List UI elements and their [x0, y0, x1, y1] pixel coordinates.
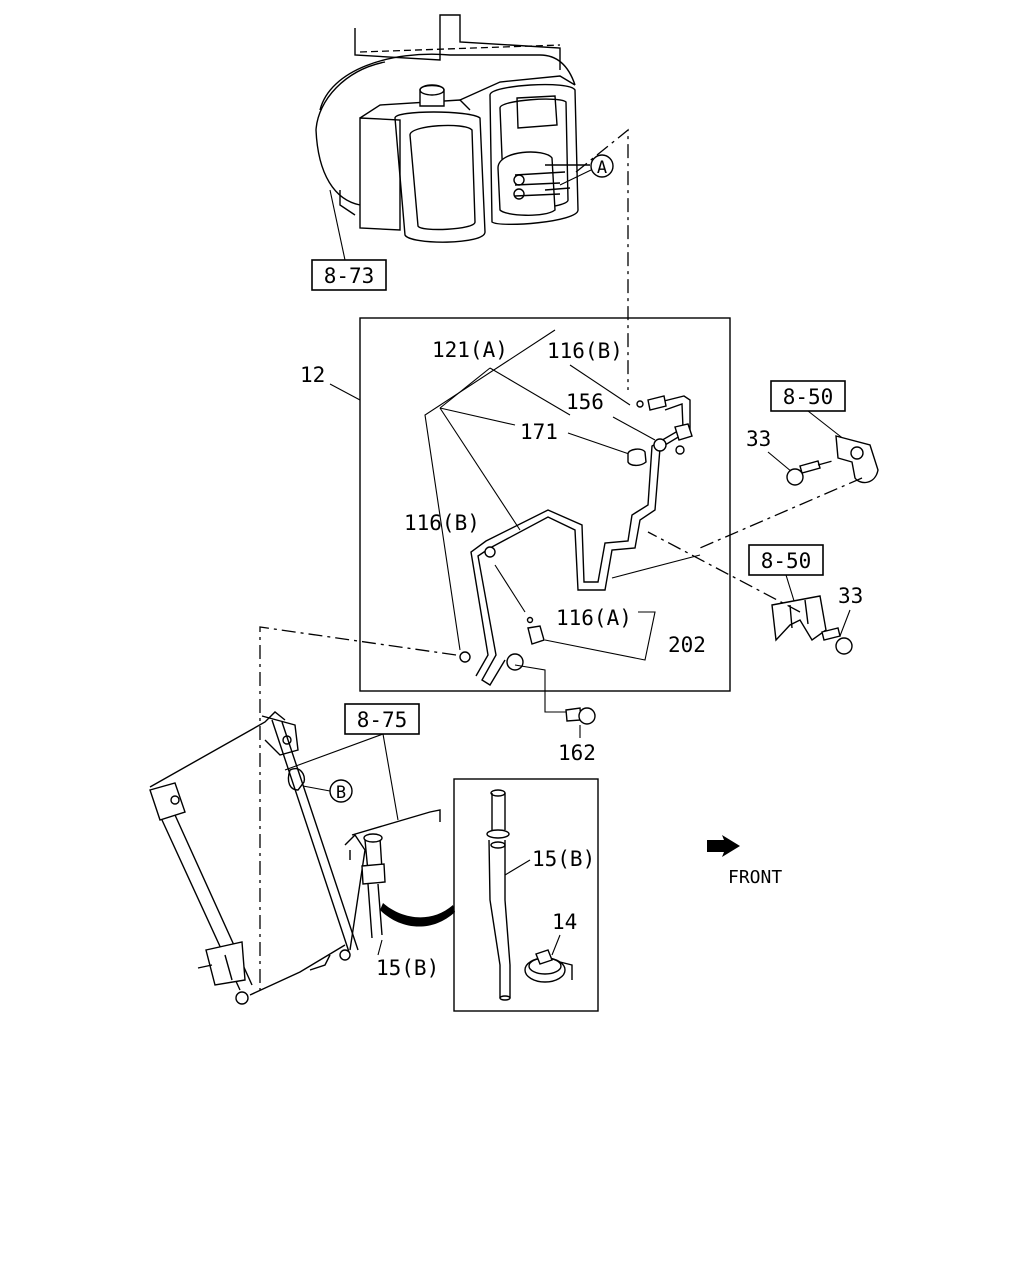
bolt-33-mid	[821, 627, 853, 655]
part-label-116b-top: 116(B)	[547, 339, 623, 363]
callout-b-label: B	[336, 783, 346, 803]
ref-label-8-73: 8-73	[324, 264, 375, 288]
part-label-121a: 121(A)	[432, 338, 508, 362]
bolt-33-top	[786, 460, 821, 486]
part-label-12: 12	[300, 363, 325, 387]
clamp-bracket-mid	[771, 595, 827, 642]
part-label-171: 171	[520, 420, 558, 444]
callout-a-label: A	[597, 158, 607, 178]
detail-arrow	[380, 903, 455, 927]
condenser-drawing	[149, 711, 441, 1005]
ref-box-8-75	[344, 703, 420, 735]
ref-box-8-50-mid	[748, 544, 824, 576]
ref-label-8-75: 8-75	[357, 708, 408, 732]
pipe-15b-installed	[361, 833, 386, 939]
callout-a-circle	[590, 154, 614, 178]
front-label: FRONT	[728, 867, 782, 888]
part-label-116b-left: 116(B)	[404, 511, 480, 535]
ref-box-8-73	[311, 259, 387, 291]
part-label-15b-inset: 15(B)	[532, 847, 595, 871]
pipe-15b-detail	[486, 789, 511, 1001]
hvac-unit-drawing	[315, 14, 590, 243]
ref-box-8-50-top	[770, 380, 846, 412]
ref-label-8-50-mid: 8-50	[761, 549, 812, 573]
ref-label-8-50-top: 8-50	[783, 385, 834, 409]
part-label-116a: 116(A)	[556, 606, 632, 630]
front-arrow-icon	[707, 835, 740, 857]
detail-inset-frame	[453, 778, 599, 1012]
part-label-156: 156	[566, 390, 604, 414]
hose-clamp-14	[524, 949, 573, 983]
ac-pipe-assembly	[459, 395, 693, 686]
part-label-33-mid: 33	[838, 584, 863, 608]
part-label-202: 202	[668, 633, 706, 657]
bolt-162	[565, 707, 596, 725]
part-label-14: 14	[552, 910, 577, 934]
clamp-bracket-top	[835, 435, 879, 484]
part-label-162: 162	[558, 741, 596, 765]
part-label-33-top: 33	[746, 427, 771, 451]
part-label-15b-main: 15(B)	[376, 956, 439, 980]
